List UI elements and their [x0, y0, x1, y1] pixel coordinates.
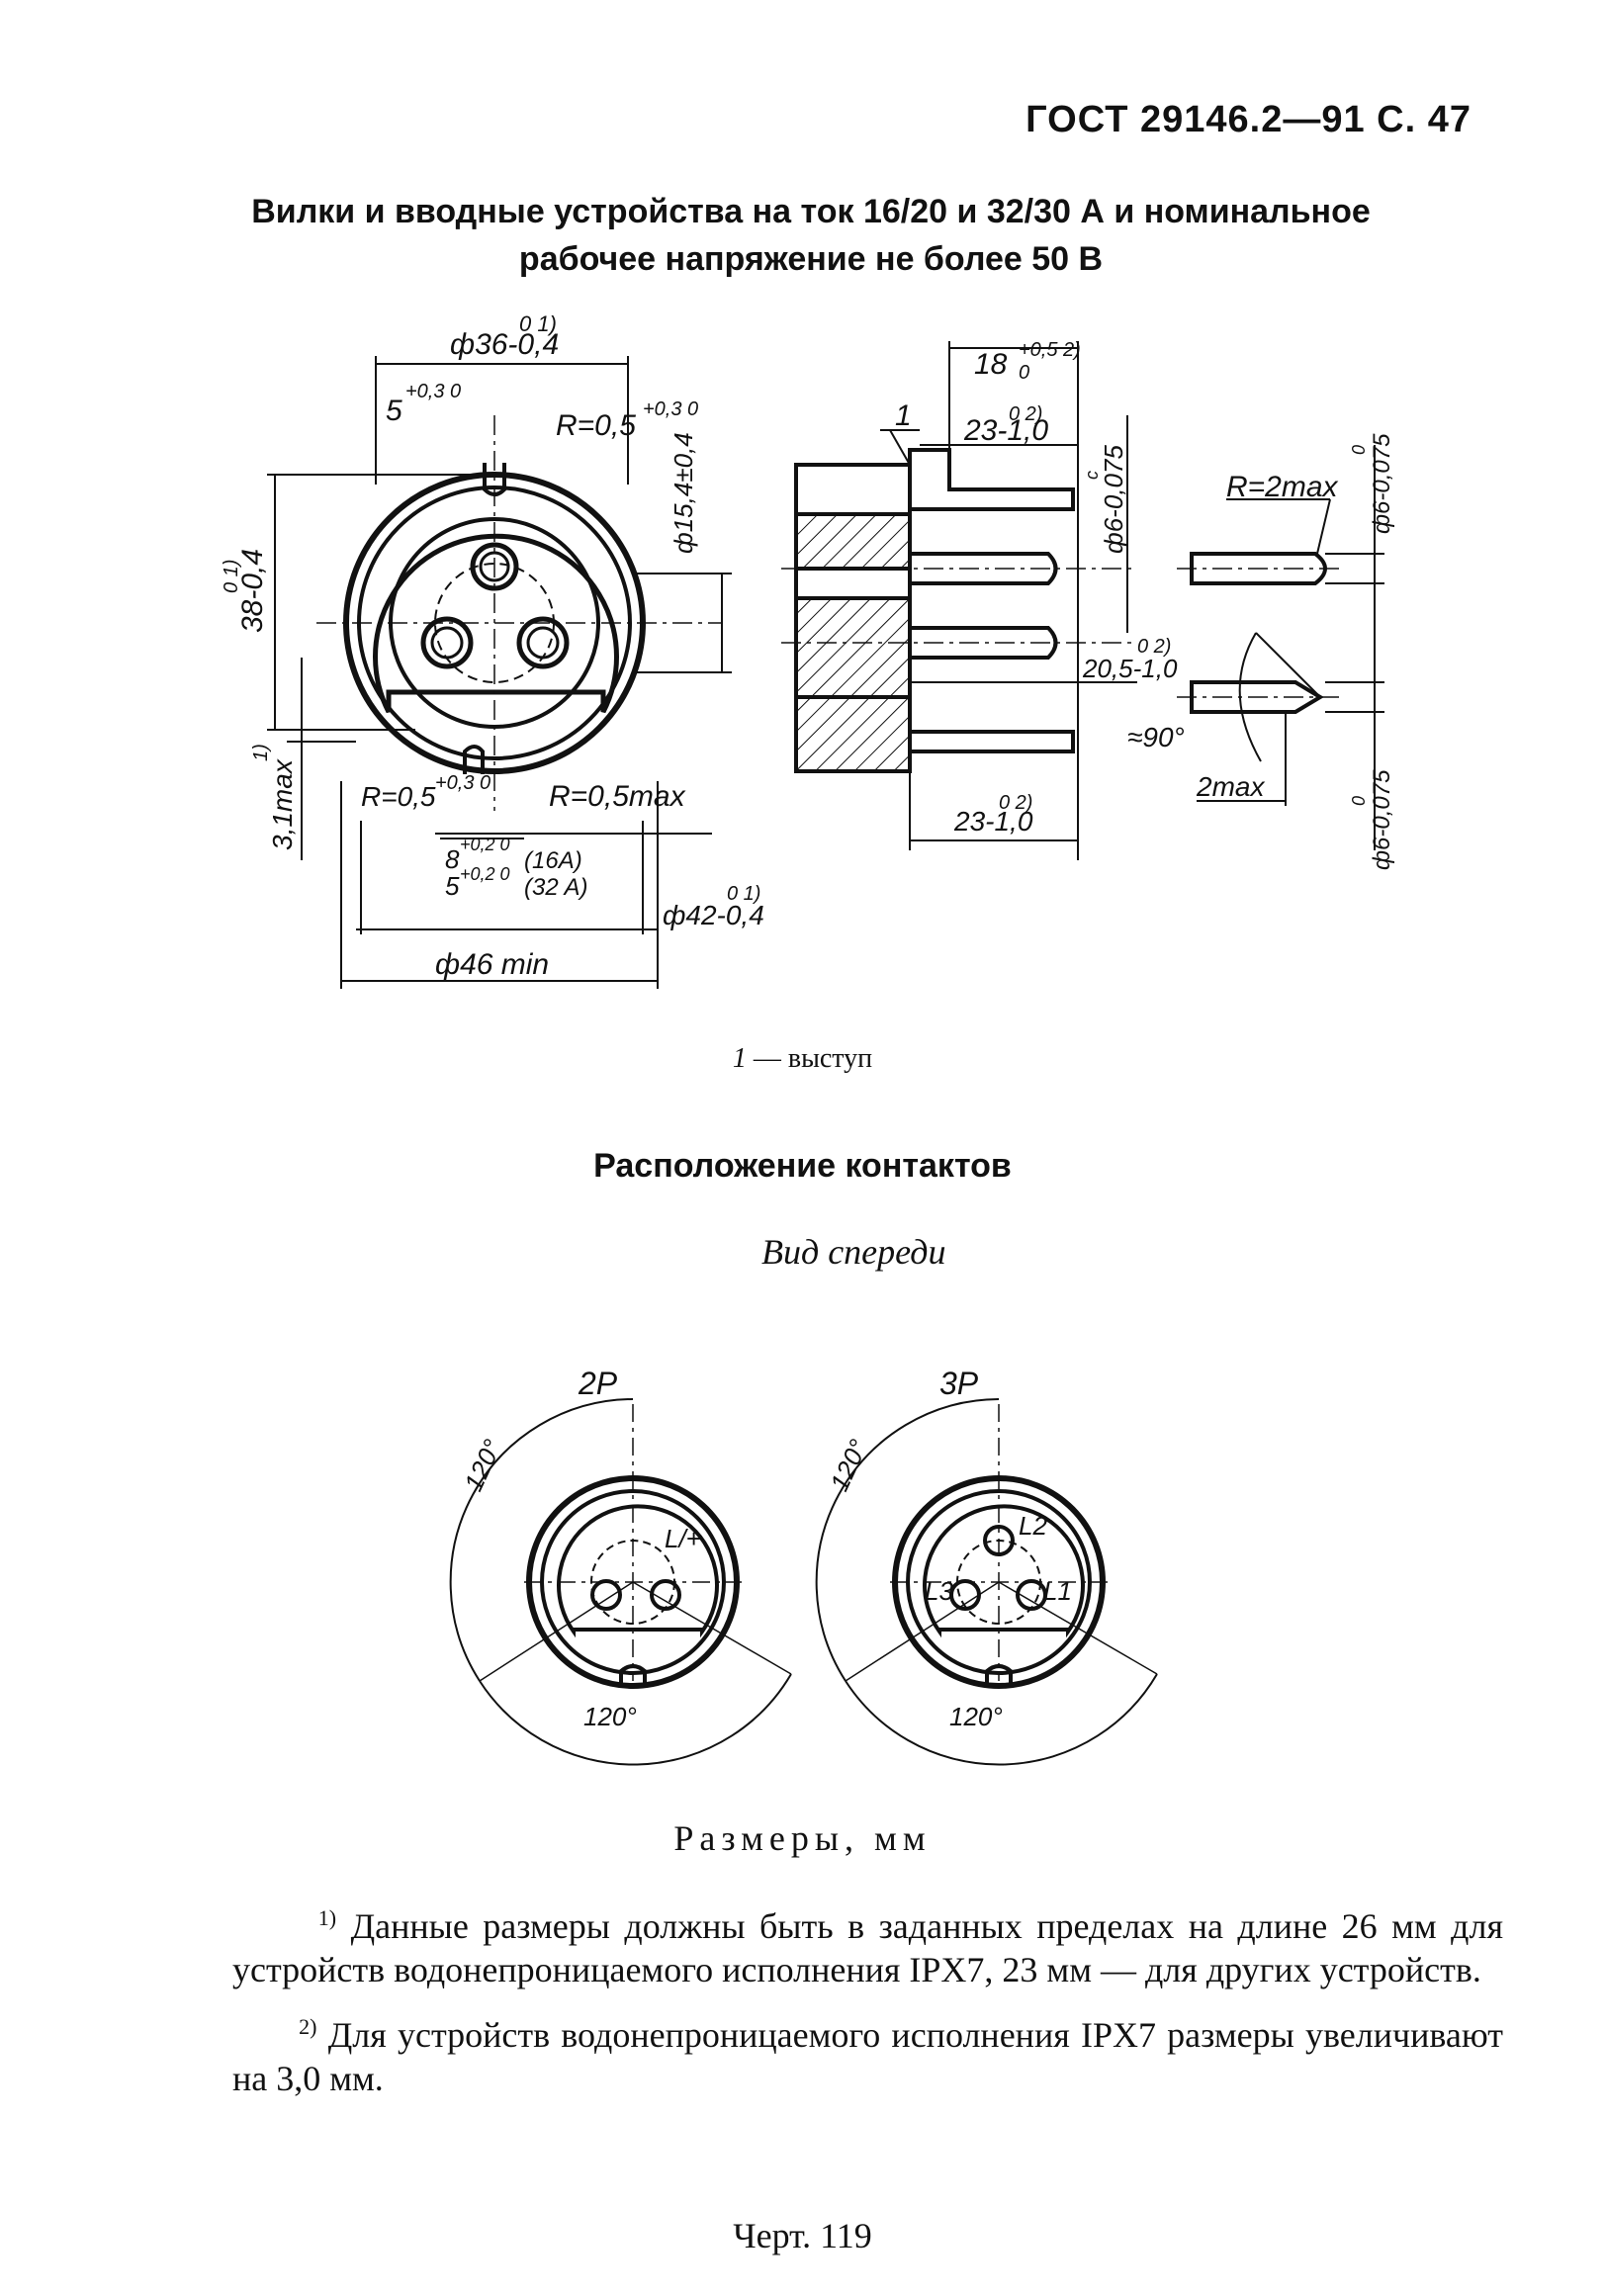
page-title-line1: Вилки и вводные устройства на ток 16/20 …	[251, 193, 1371, 230]
dim-d6c: ф6-0,075	[1369, 769, 1395, 870]
footnote-1: 1) Данные размеры должны быть в заданных…	[232, 1897, 1503, 1991]
plug-front-view: ф36-0,4 0 1) 5 +0,3 0 R=0,5 +0,3 0 38-0,…	[221, 311, 764, 989]
pin-3p-right-label: L1	[1043, 1576, 1072, 1606]
page-title: Вилки и вводные устройства на ток 16/20 …	[227, 188, 1394, 283]
dim-d36: ф36-0,4	[450, 328, 559, 361]
dim-d6a: ф6-0,075	[1099, 445, 1128, 554]
angle-2p-bottom: 120°	[583, 1702, 637, 1731]
dim-w5: 5	[386, 395, 402, 427]
pin-details: R=2max ф6-0,075 0 ≈90° 2max ф6-0,075 0	[1127, 433, 1395, 870]
dim-w23a-tol: 0 2)	[1009, 403, 1042, 425]
dim-w205: 20,5-1,0	[1082, 654, 1178, 683]
dim-d6b-tol: 0	[1349, 445, 1369, 455]
label-3p: 3P	[939, 1366, 979, 1401]
dim-r05max: R=0,5max	[549, 780, 686, 813]
dim-w18-tol2: 0	[1019, 362, 1029, 384]
dimensions-note: Размеры, мм	[673, 1818, 932, 1858]
dim-w5b: 5	[445, 871, 460, 901]
dim-d6a-tol: c	[1082, 471, 1102, 480]
legend-text: — выступ	[753, 1043, 873, 1074]
dim-r05b: R=0,5	[361, 781, 436, 812]
pin-2p-label: L/+	[665, 1524, 701, 1553]
angle-3p-bottom: 120°	[949, 1702, 1003, 1731]
label-2p: 2P	[578, 1366, 618, 1401]
dim-w2: 2max	[1196, 771, 1265, 802]
dim-w5b-note: (32 A)	[524, 874, 587, 901]
dim-h31: 3,1max	[267, 758, 298, 850]
dim-d46: ф46 min	[435, 948, 549, 981]
dim-w5-tol: +0,3 0	[405, 381, 461, 402]
pin-3p-left-label: L3	[925, 1576, 953, 1606]
footnote-2: 2) Для устройств водонепроницаемого испо…	[232, 2005, 1503, 2100]
figure-caption: Черт. 119	[733, 2216, 872, 2255]
dim-w8-note: (16A)	[524, 847, 582, 874]
footnote-2-mark: 2)	[299, 2014, 317, 2039]
dim-w23a: 23-1,0	[963, 414, 1048, 447]
dim-d36-tol: 0 1)	[519, 311, 557, 336]
pin-3p-top-label: L2	[1019, 1511, 1047, 1541]
dim-r05b-tol: +0,3 0	[435, 772, 490, 794]
callout-1: 1	[895, 399, 912, 432]
dim-w23b: 23-1,0	[953, 806, 1033, 837]
dim-w205-tol: 0 2)	[1137, 636, 1171, 658]
dim-d154: ф15,4±0,4	[669, 432, 698, 554]
dim-ang90: ≈90°	[1127, 722, 1185, 752]
angle-2p-top: 120°	[458, 1435, 507, 1495]
dim-d42-tol: 0 1)	[727, 883, 760, 905]
footnote-1-text: Данные размеры должны быть в заданных пр…	[232, 1906, 1504, 1989]
dim-w8: 8	[445, 844, 460, 874]
legend: 1 — выступ	[0, 1043, 1605, 1075]
dim-h31-tol: 1)	[250, 744, 272, 761]
dim-h38: 38-0,4	[236, 549, 269, 633]
dim-d6b: ф6-0,075	[1369, 433, 1395, 534]
view-label: Вид спереди	[761, 1232, 946, 1272]
angle-3p-top: 120°	[824, 1435, 873, 1495]
contacts-3p-diagram: 3P 120° 120° L2 L3 L1	[815, 1366, 1158, 1766]
contacts-2p-diagram: 2P 120° 120° L/+	[449, 1366, 792, 1766]
footnote-1-mark: 1)	[317, 1905, 337, 1930]
dim-w18: 18	[974, 348, 1008, 381]
section-title: Расположение контактов	[593, 1147, 1012, 1185]
page-title-line2: рабочее напряжение не более 50 В	[518, 240, 1104, 278]
dim-w23b-tol: 0 2)	[999, 792, 1032, 814]
dim-r05-tol: +0,3 0	[643, 398, 698, 420]
dim-w5b-tol: +0,2 0	[460, 864, 510, 884]
footnote-2-text: Для устройств водонепроницаемого исполне…	[232, 2015, 1504, 2098]
dim-d6c-tol: 0	[1349, 796, 1369, 806]
dim-r05: R=0,5	[556, 409, 636, 442]
plug-section-view: 1 18 +0,5 2) 0 23-1,0 0 2) ф6-0,075 c 20…	[781, 339, 1178, 860]
legend-number: 1	[732, 1043, 747, 1074]
dim-w18-tol: +0,5 2)	[1019, 339, 1081, 361]
dim-d42: ф42-0,4	[663, 900, 764, 930]
dim-w8-tol: +0,2 0	[460, 835, 510, 854]
dim-r2: R=2max	[1226, 471, 1339, 503]
dim-h38-tol: 0 1)	[221, 560, 242, 593]
document-reference: ГОСТ 29146.2—91 С. 47	[1025, 99, 1471, 140]
